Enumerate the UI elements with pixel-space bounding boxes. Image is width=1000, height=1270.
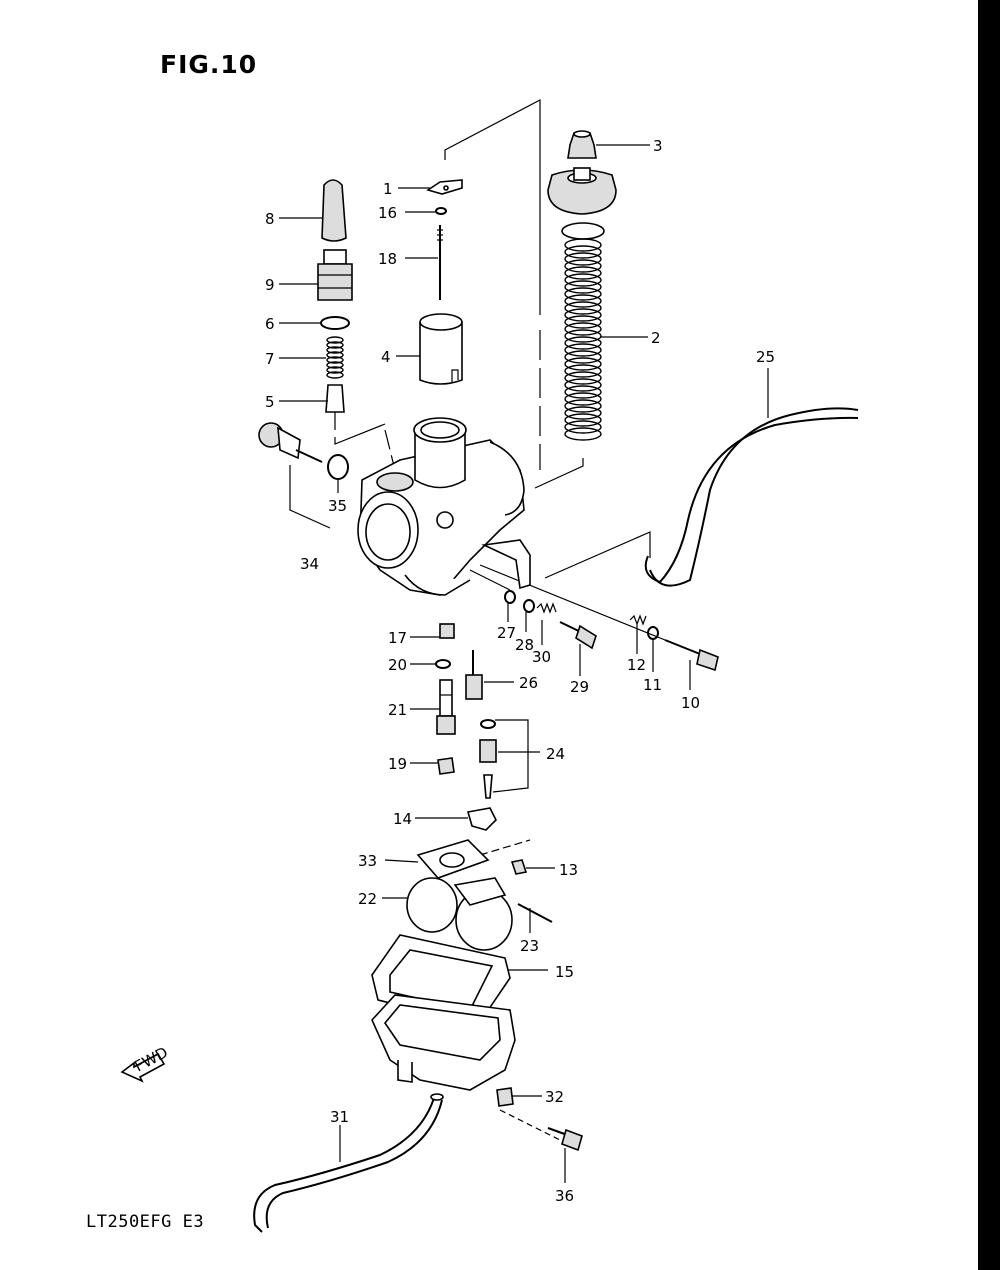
part-6-oring — [320, 316, 350, 330]
callout-26: 26 — [519, 674, 538, 692]
part-16-clip — [435, 207, 447, 215]
part-12-spring — [629, 614, 647, 626]
callout-leaders — [279, 144, 769, 1183]
callout-14: 14 — [393, 810, 412, 828]
callout-1: 1 — [383, 180, 393, 198]
part-13-screw — [510, 859, 528, 875]
part-29-idle-screw — [559, 621, 597, 650]
figure-title: FIG.10 — [160, 50, 258, 79]
callout-24: 24 — [546, 745, 565, 763]
callout-9: 9 — [265, 276, 275, 294]
callout-5: 5 — [265, 393, 275, 411]
part-11-oring — [647, 626, 659, 640]
callout-25: 25 — [756, 348, 775, 366]
callout-32: 32 — [545, 1088, 564, 1106]
fwd-arrow-icon: FWD — [120, 1043, 171, 1083]
callout-6: 6 — [265, 315, 275, 333]
part-10-mixture-screw — [664, 639, 719, 672]
callout-28: 28 — [515, 636, 534, 654]
part-9-plunger-nut — [317, 249, 353, 301]
part-3-cap — [567, 130, 597, 159]
callout-10: 10 — [681, 694, 700, 712]
part-20-washer — [435, 659, 451, 669]
part-18-needle — [437, 225, 443, 300]
assembly-lines — [334, 99, 666, 1141]
callout-33: 33 — [358, 852, 377, 870]
part-5-plunger — [325, 384, 345, 430]
part-23-float-pin — [517, 903, 553, 923]
callout-2: 2 — [651, 329, 661, 347]
part-35-oring — [327, 454, 349, 480]
part-8-boot — [321, 179, 347, 242]
float-bowl — [371, 994, 516, 1091]
callout-23: 23 — [520, 937, 539, 955]
callout-21: 21 — [388, 701, 407, 719]
part-26-pilot-jet — [465, 650, 483, 700]
part-33-gasket — [416, 839, 490, 879]
part-32-drain-plug — [496, 1087, 514, 1107]
callout-8: 8 — [265, 210, 275, 228]
part-1-plate — [426, 179, 463, 195]
callout-numbers: 1 2 3 4 5 6 7 8 9 10 11 12 13 14 15 16 1… — [265, 137, 775, 1205]
callout-15: 15 — [555, 963, 574, 981]
callout-11: 11 — [643, 676, 662, 694]
carburetor-body — [357, 417, 531, 596]
callout-7: 7 — [265, 350, 275, 368]
callout-17: 17 — [388, 629, 407, 647]
part-31-drain-hose — [253, 1093, 444, 1233]
part-19-main-jet — [437, 757, 455, 775]
scan-edge-bar — [978, 0, 1000, 1270]
callout-18: 18 — [378, 250, 397, 268]
callout-34: 34 — [300, 555, 319, 573]
part-30-spring — [536, 602, 557, 614]
callout-22: 22 — [358, 890, 377, 908]
part-28-oring — [523, 599, 535, 613]
part-24-needle-valve — [479, 719, 497, 799]
callout-12: 12 — [627, 656, 646, 674]
part-2-spring — [561, 222, 605, 441]
part-17-jet — [439, 623, 455, 639]
callout-3: 3 — [653, 137, 663, 155]
callout-29: 29 — [570, 678, 589, 696]
part-14-clip — [466, 807, 497, 831]
part-36-drain-screw — [547, 1127, 583, 1152]
model-code: LT250EFG E3 — [86, 1212, 205, 1232]
callout-13: 13 — [559, 861, 578, 879]
part-22-float — [406, 877, 513, 951]
part-4-throttle-slide — [419, 313, 463, 385]
callout-30: 30 — [532, 648, 551, 666]
callout-27: 27 — [497, 624, 516, 642]
callout-16: 16 — [378, 204, 397, 222]
part-21-needle-jet — [436, 679, 456, 735]
part-7-spring — [326, 336, 344, 379]
callout-19: 19 — [388, 755, 407, 773]
callout-35: 35 — [328, 497, 347, 515]
top-adjuster-nut — [547, 167, 617, 215]
callout-31: 31 — [330, 1108, 349, 1126]
part-34-pilot-screw — [258, 422, 323, 463]
part-27-washer — [504, 590, 516, 604]
callout-20: 20 — [388, 656, 407, 674]
part-25-hose — [644, 407, 859, 587]
callout-36: 36 — [555, 1187, 574, 1205]
callout-4: 4 — [381, 348, 391, 366]
